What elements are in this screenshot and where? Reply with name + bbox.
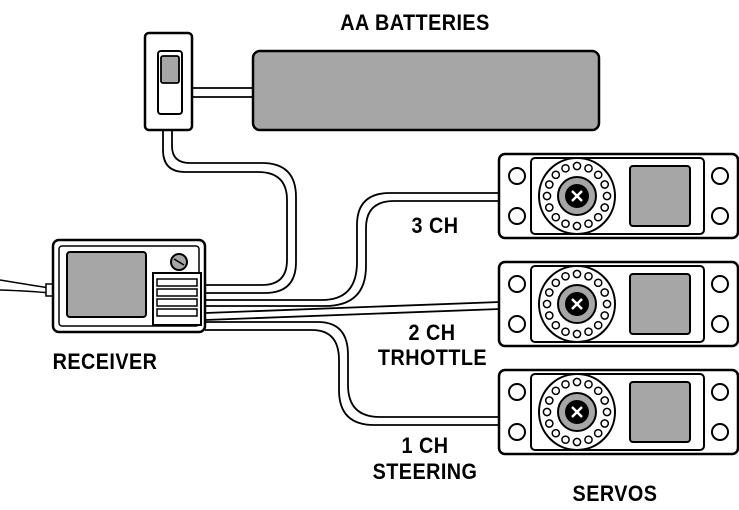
battery-wire <box>192 87 253 98</box>
servo-wire-1ch <box>205 321 500 426</box>
antenna-wire <box>0 279 55 297</box>
channel-1-label: 1 CH <box>401 433 449 458</box>
receiver-label: RECEIVER <box>52 349 158 374</box>
channel-3-label: 3 CH <box>411 213 459 238</box>
channel-2-label: 2 CH <box>408 320 456 345</box>
switch-wire <box>162 130 297 294</box>
channel-1-function-label: STEERING <box>372 459 478 484</box>
servos-label: SERVOS <box>572 481 658 506</box>
servo-wire-2ch <box>204 301 501 321</box>
battery-pack <box>251 49 601 132</box>
slide-switch-icon <box>143 31 194 132</box>
servo-wire-3ch <box>205 192 500 307</box>
receiver-icon <box>51 238 207 334</box>
batteries-label: AA BATTERIES <box>340 10 490 35</box>
servo-3ch-icon <box>497 152 739 240</box>
servo-2ch-icon <box>497 260 739 348</box>
servo-group <box>497 152 739 456</box>
servo-1ch-icon <box>497 368 739 456</box>
channel-2-function-label: TRHOTTLE <box>377 345 488 370</box>
